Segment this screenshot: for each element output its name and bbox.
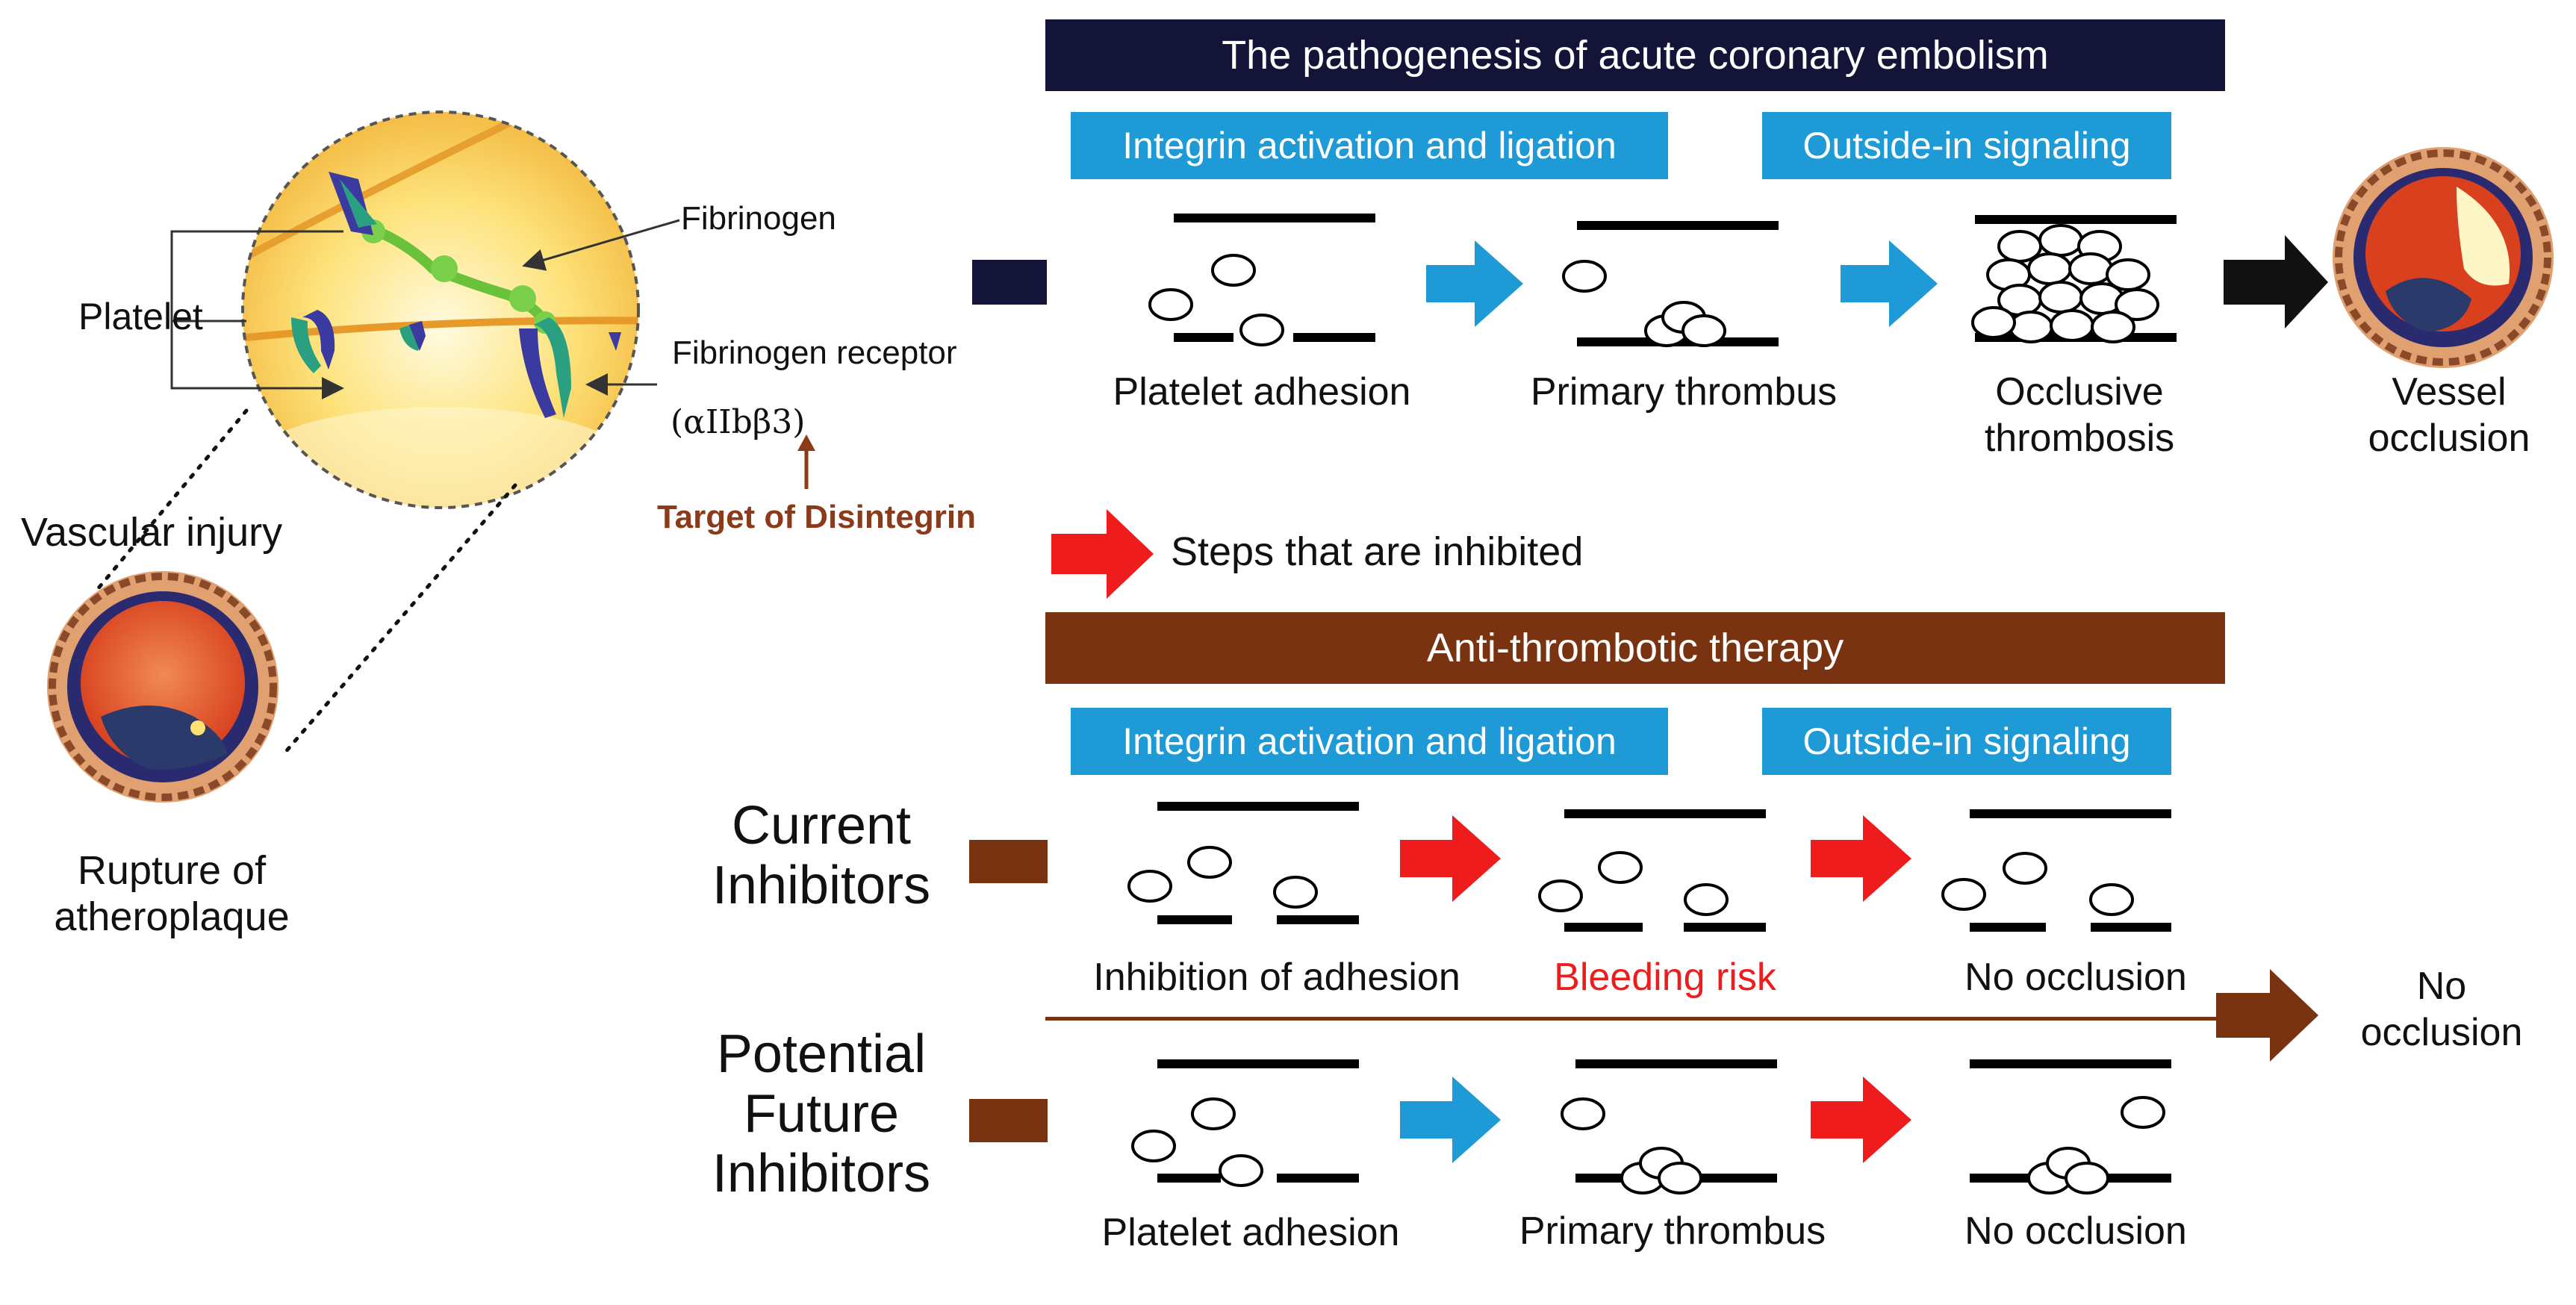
future-line2: Future [743,1084,900,1144]
platelet-label: Platelet [78,296,203,337]
fibrinogen-label: Fibrinogen [681,200,836,237]
therapy-outcome-line1: No [2416,965,2467,1008]
inhibition-of-adhesion-diagram [1127,802,1359,924]
therapy-row-divider [1045,1017,2225,1021]
occlusive-thrombosis-diagram [1971,215,2177,343]
therapy-title: Anti-thrombotic therapy [1045,612,2225,684]
therapy-tag-integrin: Integrin activation and ligation [1069,706,1670,776]
future-no-occlusion-diagram [1970,1059,2171,1195]
future-step-adhesion: Platelet adhesion [1101,1211,1400,1254]
legend-inhibited-label: Steps that are inhibited [1171,529,1584,574]
no-occlusion-diagram [1941,809,2171,932]
rupture-label: Rupture of atheroplaque [30,847,314,940]
brown-arrow-icon [2216,969,2318,1062]
pathogenesis-title: The pathogenesis of acute coronary embol… [1045,19,2225,91]
future-inhibitors-label: Potential Future Inhibitors [672,1024,971,1203]
step-occlusive-line1: Occlusive [1995,370,2164,414]
callout-lines [170,219,680,399]
future-entry-bar [969,1099,1048,1142]
vascular-injury-label: Vascular injury [21,510,283,555]
target-of-disintegrin-label: Target of Disintegrin [657,499,976,535]
future-line3: Inhibitors [712,1144,931,1203]
vessel-occlusion-line1: Vessel [2392,370,2507,414]
red-arrow-legend-icon [1051,509,1154,599]
target-arrow-icon [797,435,815,489]
step-platelet-adhesion: Platelet adhesion [1113,370,1411,414]
vessel-occlusion-label: Vessel occlusion [2337,369,2561,461]
platelet-adhesion-diagram [1148,214,1375,346]
bleeding-risk-diagram [1538,809,1766,932]
receptor-formula: (αIIbβ3) [671,403,806,441]
future-primary-thrombus-diagram [1561,1059,1777,1195]
current-entry-bar [969,840,1048,883]
dotted-zoom-lines [95,408,517,756]
current-step-bleeding: Bleeding risk [1554,956,1776,999]
blue-arrow-icon [1400,1077,1501,1163]
step-occlusive-line2: thrombosis [1984,417,2175,460]
primary-thrombus-diagram [1562,221,1779,347]
rupture-label-line2: atheroplaque [54,894,290,939]
rupture-label-line1: Rupture of [77,848,267,893]
receptor-icon [291,172,621,418]
black-arrow-icon [2224,235,2328,328]
pathogenesis-entry-bar [972,260,1047,305]
blue-arrow-icon [1841,240,1938,327]
current-line1: Current [731,796,912,856]
step-occlusive-thrombosis: Occlusive thrombosis [1893,369,2266,461]
step-primary-thrombus: Primary thrombus [1530,370,1838,414]
future-step-thrombus: Primary thrombus [1519,1209,1826,1253]
future-line1: Potential [716,1024,927,1084]
receptor-label: Fibrinogen receptor [672,334,957,371]
current-line2: Inhibitors [712,856,931,915]
red-arrow-icon [1400,815,1501,902]
current-inhibitors-label: Current Inhibitors [672,796,971,915]
vessel-occlusion-line2: occlusion [2368,417,2530,460]
therapy-outcome-line2: occlusion [2360,1011,2523,1054]
ruptured-vessel-icon [47,571,279,803]
therapy-outcome-label: No occlusion [2330,963,2554,1056]
red-arrow-icon [1811,1077,1911,1163]
pathogenesis-tag-outside-in: Outside-in signaling [1761,110,2173,181]
magnified-platelet-circle [241,110,640,509]
current-step-no-occlusion: No occlusion [1964,956,2187,999]
therapy-tag-outside-in: Outside-in signaling [1761,706,2173,776]
blue-arrow-icon [1426,240,1523,327]
red-arrow-icon [1811,815,1911,902]
current-step-inhibition: Inhibition of adhesion [1093,956,1460,999]
future-platelet-adhesion-diagram [1131,1059,1359,1187]
occluded-vessel-icon [2333,147,2554,368]
pathogenesis-tag-integrin: Integrin activation and ligation [1069,110,1670,181]
future-step-no-occlusion: No occlusion [1964,1209,2187,1253]
